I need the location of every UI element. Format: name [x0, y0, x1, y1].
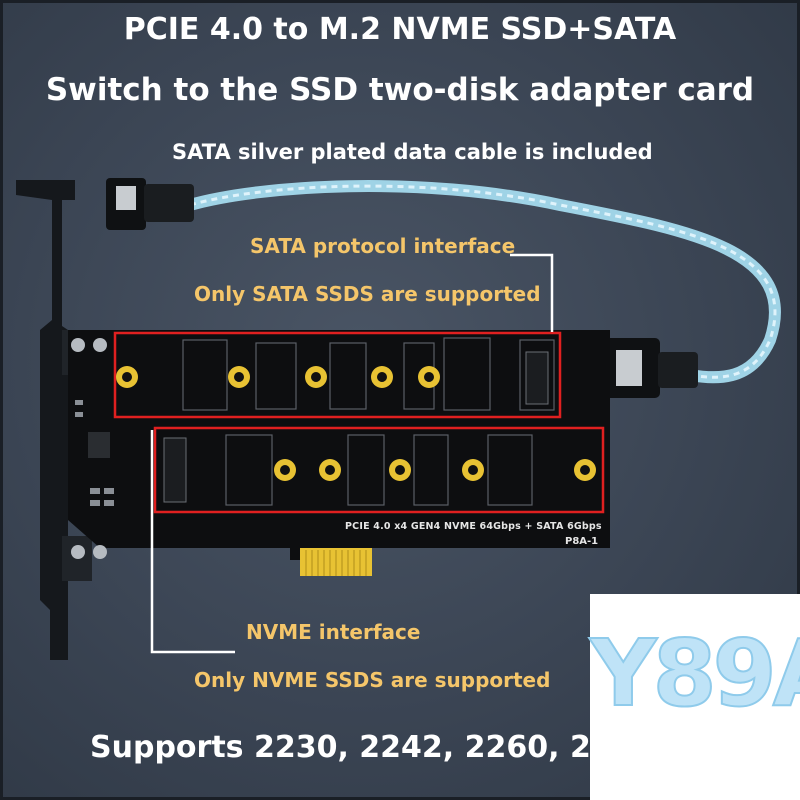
watermark-panel: Y89A [589, 594, 800, 800]
sata-m2-slot [113, 331, 562, 419]
sata-support-label: Only SATA SSDS are supported [194, 282, 541, 306]
cable-note: SATA silver plated data cable is include… [172, 140, 653, 164]
nvme-m2-slot [153, 426, 605, 514]
nvme-highlight-box [153, 426, 605, 514]
nvme-support-label: Only NVME SSDS are supported [194, 668, 551, 692]
pcb-spec-print: PCIE 4.0 x4 GEN4 NVME 64Gbps + SATA 6Gbp… [345, 521, 602, 532]
supported-sizes-footer: Supports 2230, 2242, 2260, 228 [90, 730, 633, 765]
nvme-interface-label: NVME interface [246, 620, 421, 644]
headline-line-1: PCIE 4.0 to M.2 NVME SSD+SATA [123, 12, 677, 47]
bracket-line [150, 253, 554, 654]
headline-line-2: Switch to the SSD two-disk adapter card [45, 72, 755, 108]
watermark-logo: Y89A [589, 619, 800, 728]
sata-cable [106, 178, 781, 398]
pcb-board [68, 330, 610, 576]
sata-highlight-box [113, 331, 562, 419]
pcb-model-print: P8A-1 [565, 536, 599, 547]
sata-interface-label: SATA protocol interface [250, 234, 516, 258]
mounting-hole-icon [71, 338, 107, 559]
